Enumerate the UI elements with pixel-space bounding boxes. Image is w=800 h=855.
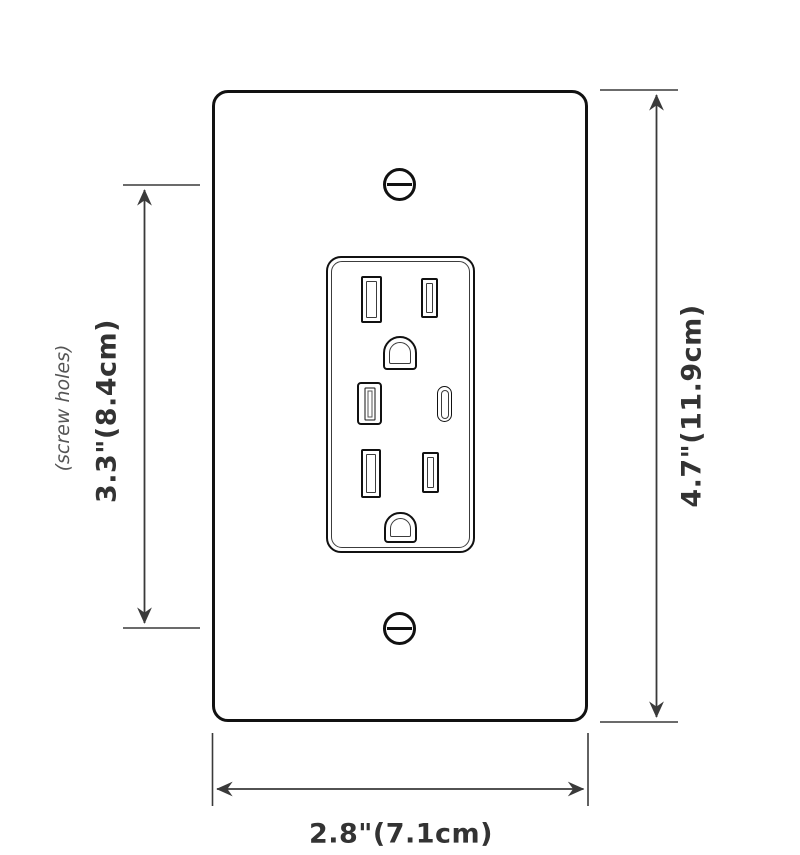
usb-a-tongue-inner-line bbox=[367, 390, 372, 417]
plate-width-label: 2.8"(7.1cm) bbox=[308, 818, 494, 850]
screw-holes-note: (screw holes) bbox=[52, 344, 74, 472]
slot-inner-line bbox=[427, 457, 434, 488]
outlet-face-inner-line bbox=[331, 261, 470, 548]
usb-a-port-icon bbox=[357, 382, 382, 425]
usb-c-port-icon bbox=[437, 386, 452, 422]
outlet-face bbox=[326, 256, 475, 553]
screw-slot-icon bbox=[387, 183, 412, 186]
bottom-ground-hole bbox=[384, 512, 417, 543]
ground-inner-line bbox=[390, 518, 411, 537]
ground-inner-line bbox=[389, 342, 411, 364]
bottom-screw-hole bbox=[383, 612, 416, 645]
plate-height-label: 4.7"(11.9cm) bbox=[676, 304, 708, 508]
bottom-hot-slot bbox=[422, 452, 439, 493]
usb-c-inner-line bbox=[440, 389, 449, 419]
screw-span-label: 3.3"(8.4cm) bbox=[91, 318, 123, 504]
top-hot-slot bbox=[421, 278, 438, 318]
usb-a-tongue bbox=[364, 387, 375, 420]
top-ground-hole bbox=[383, 336, 417, 370]
screw-slot-icon bbox=[387, 627, 412, 630]
bottom-neutral-slot bbox=[361, 449, 381, 498]
top-screw-hole bbox=[383, 168, 416, 201]
slot-inner-line bbox=[366, 454, 376, 493]
slot-inner-line bbox=[366, 281, 377, 318]
top-neutral-slot bbox=[361, 276, 382, 323]
slot-inner-line bbox=[426, 283, 433, 313]
